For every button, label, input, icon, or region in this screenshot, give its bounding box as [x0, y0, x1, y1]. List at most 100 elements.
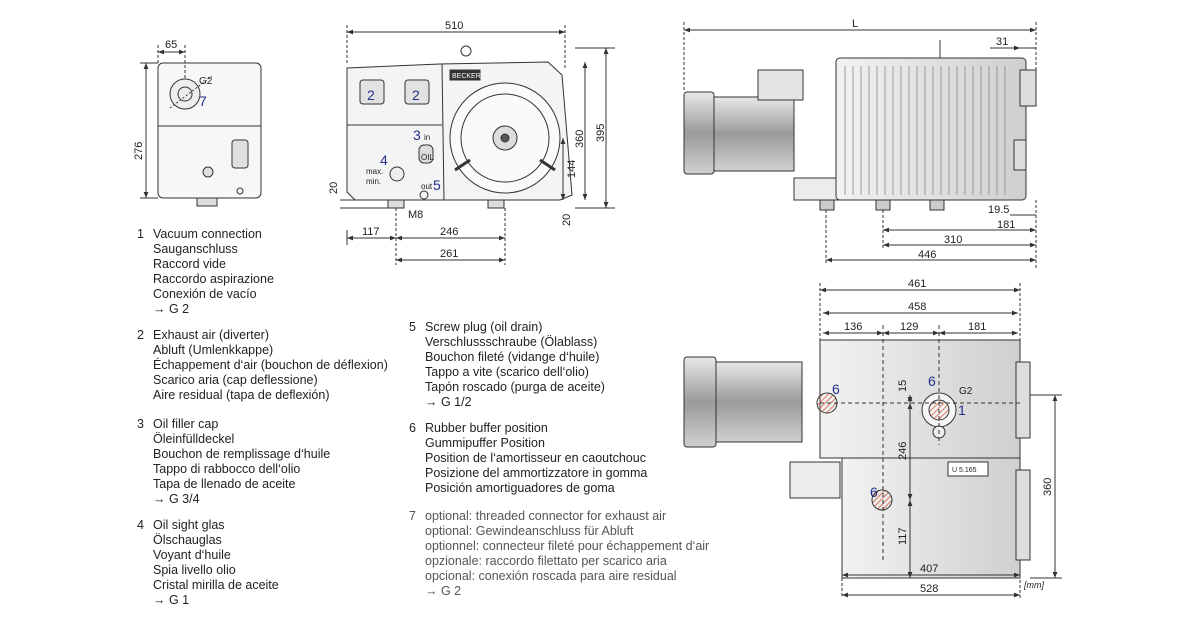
legend-line: Scarico aria (cap deflessione) [153, 373, 318, 387]
side-view [140, 45, 262, 207]
marker-3: 3 [413, 127, 421, 143]
legend-line: Posición amortiguadores de goma [425, 481, 615, 495]
legend-line: Position de l‘amortisseur en caoutchouc [425, 451, 646, 465]
legend-line: Öleinfülldeckel [153, 432, 235, 446]
dim-246-front: 246 [440, 226, 458, 238]
label-out: out [421, 182, 433, 191]
legend-line: Voyant d‘huile [153, 548, 231, 562]
dim-m8: M8 [408, 209, 423, 221]
label-g2-side: G2 [199, 76, 213, 87]
legend-number: 2 [137, 328, 144, 342]
legend-number: 1 [137, 227, 144, 241]
marker-1: 1 [958, 402, 966, 418]
label-g2-top: G2 [959, 386, 973, 397]
legend-line: Rubber buffer position [425, 421, 548, 435]
dim-L: L [852, 18, 858, 30]
dim-446: 446 [918, 249, 936, 261]
legend-line: Raccordo aspirazione [153, 272, 274, 286]
legend-line: Abluft (Umlenkkappe) [153, 343, 274, 357]
legend-line: Ölschauglas [153, 533, 222, 547]
front-view [340, 25, 615, 265]
dim-510: 510 [445, 20, 463, 32]
legend-line: Posizione del ammortizzatore in gomma [425, 466, 648, 480]
legend-number: 5 [409, 320, 416, 334]
dim-246-top: 246 [897, 442, 909, 460]
dim-458: 458 [908, 301, 926, 313]
dim-117-top: 117 [897, 527, 909, 545]
legend-line: Échappement d‘air (bouchon de déflexion) [153, 358, 388, 372]
label-in: in [424, 133, 430, 142]
legend-line: Bouchon de remplissage d‘huile [153, 447, 331, 461]
legend-line: Spia livello olio [153, 563, 236, 577]
technical-drawing: 65 276 G2 7 [133, 18, 1062, 598]
legend-item-4: 4 Oil sight glas Ölschauglas Voyant d‘hu… [137, 518, 407, 608]
legend-item-1: 1 Vacuum connection Sauganschluss Raccor… [137, 227, 407, 317]
dim-181-side: 181 [997, 219, 1015, 231]
dim-528: 528 [920, 583, 938, 595]
dim-310: 310 [944, 234, 962, 246]
legend-line: Oil sight glas [153, 518, 225, 532]
dim-65: 65 [165, 39, 177, 51]
legend-line: opcional: conexión roscada para aire res… [425, 569, 677, 583]
dim-407: 407 [920, 563, 938, 575]
dim-181-top: 181 [968, 321, 986, 333]
legend-line: → G 1/2 [425, 395, 472, 409]
dim-117-front: 117 [362, 226, 380, 238]
dim-20-left: 20 [328, 182, 340, 194]
side-elevation-view [683, 22, 1037, 268]
legend-line: Tappo di rabbocco dell‘olio [153, 462, 301, 476]
legend-line: → G 1 [153, 593, 190, 607]
dim-276: 276 [133, 142, 145, 160]
legend-item-3: 3 Oil filler cap Öleinfülldeckel Bouchon… [137, 417, 407, 507]
legend-line: optionnel: connecteur fileté pour échapp… [425, 539, 710, 553]
dim-20-right: 20 [561, 214, 573, 226]
legend-number: 6 [409, 421, 416, 435]
marker-5: 5 [433, 177, 441, 193]
legend-line: Tapón roscado (purga de aceite) [425, 380, 605, 394]
legend-line: Conexión de vacío [153, 287, 257, 301]
top-view [683, 283, 1062, 598]
marker-6c: 6 [928, 373, 936, 389]
legend-item-6: 6 Rubber buffer position Gummipuffer Pos… [409, 421, 699, 496]
legend-line: Cristal mirilla de aceite [153, 578, 279, 592]
legend-item-7: 7 optional: threaded connector for exhau… [409, 509, 710, 599]
legend-number: 7 [409, 509, 416, 523]
dim-31: 31 [996, 36, 1008, 48]
unit-label: [mm] [1023, 580, 1044, 590]
label-brand: BECKER [452, 73, 481, 80]
dim-261: 261 [440, 248, 458, 260]
legend-line: Sauganschluss [153, 242, 238, 256]
label-min: min. [366, 177, 381, 186]
dim-395: 395 [595, 124, 607, 142]
legend-column-left: 1 Vacuum connection Sauganschluss Raccor… [137, 227, 407, 619]
legend-item-5: 5 Screw plug (oil drain) Verschlussschra… [409, 320, 699, 410]
legend-number: 4 [137, 518, 144, 532]
legend-line: → G 2 [425, 584, 462, 598]
legend-line: Gummipuffer Position [425, 436, 545, 450]
legend-line: Raccord vide [153, 257, 226, 271]
marker-2b: 2 [412, 87, 420, 103]
legend-line: optional: Gewindeanschluss für Abluft [425, 524, 634, 538]
dim-360-front: 360 [574, 130, 586, 148]
dim-129: 129 [900, 321, 918, 333]
dim-136: 136 [844, 321, 862, 333]
legend-number: 3 [137, 417, 144, 431]
legend-line: Tappo a vite (scarico dell‘olio) [425, 365, 589, 379]
legend-line: Bouchon fileté (vidange d‘huile) [425, 350, 600, 364]
legend-line: → G 2 [153, 302, 190, 316]
marker-6b: 6 [870, 484, 878, 500]
legend-line: Exhaust air (diverter) [153, 328, 270, 342]
dim-461: 461 [908, 278, 926, 290]
legend-line: Screw plug (oil drain) [425, 320, 543, 334]
legend-column-right: 5 Screw plug (oil drain) Verschlussschra… [409, 320, 710, 610]
legend-line: optional: threaded connector for exhaust… [425, 509, 667, 523]
dim-15: 15 [897, 380, 909, 392]
label-oil: OIL [421, 153, 434, 162]
legend-line: Aire residual (tapa de deflexión) [153, 388, 330, 402]
legend-line: Oil filler cap [153, 417, 219, 431]
legend-line: opzionale: raccordo filettato per scaric… [425, 554, 667, 568]
legend-line: Tapa de llenado de aceite [153, 477, 296, 491]
legend-line: → G 3/4 [153, 492, 200, 506]
dim-19-5: 19.5 [988, 204, 1009, 216]
marker-6a: 6 [832, 381, 840, 397]
